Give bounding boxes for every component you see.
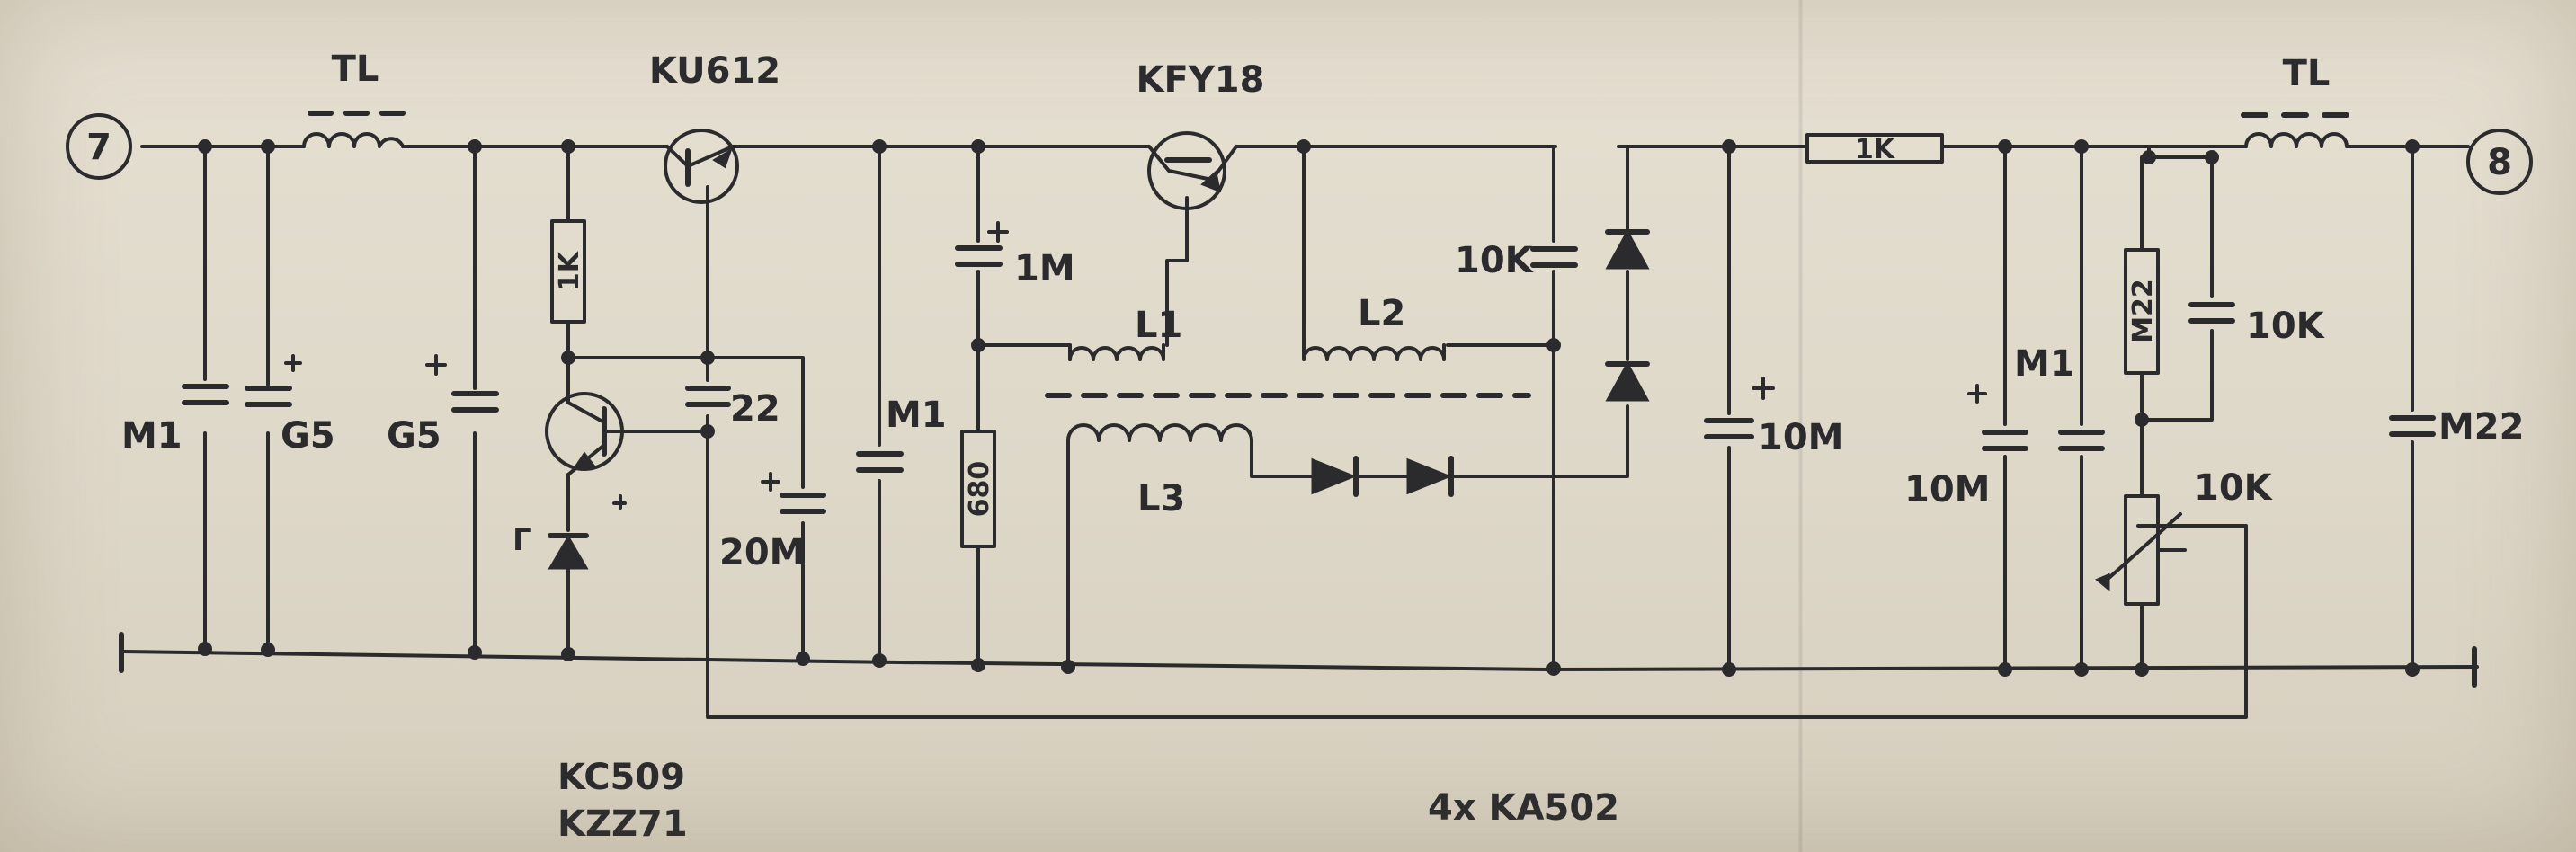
capacitor-m1-right: M1 (2014, 343, 2105, 451)
terminal-output: 8 (2466, 129, 2533, 195)
coil-l1: L1 (1068, 305, 1182, 361)
transistor-ku612: KU612 (649, 50, 780, 204)
capacitor-10m-right-label: 10M (1904, 469, 1990, 510)
transistor-kc509 (545, 392, 624, 476)
resistor-1k-horizontal-label: 1K (1855, 134, 1896, 165)
resistor-m22-label: M22 (2127, 279, 2159, 343)
ground-ends (119, 632, 2477, 688)
paper-fold (1798, 0, 1804, 852)
capacitor-m1-mid-label: M1 (886, 395, 947, 436)
resistor-680: 680 (960, 430, 996, 548)
wires (122, 145, 2479, 719)
capacitor-20m-label: 20M (719, 532, 805, 573)
capacitor-m22-right-label: M22 (2438, 406, 2524, 448)
capacitor-10k-right: 10K (2188, 302, 2326, 347)
diode-3 (1605, 228, 1650, 270)
capacitor-m1-right-label: M1 (2014, 343, 2075, 385)
terminal-input: 7 (66, 113, 132, 180)
capacitor-g5-left: G5 (245, 354, 335, 457)
resistor-680-label: 680 (964, 461, 995, 518)
capacitor-m1-mid: M1 (856, 395, 947, 473)
coil-l2-label: L2 (1358, 293, 1405, 334)
zener-marker: Γ (513, 522, 532, 558)
transistor-kfy18-label: KFY18 (1136, 59, 1265, 101)
resistor-1k-vertical: 1K (550, 219, 586, 324)
coil-l3: L3 (1066, 423, 1253, 519)
capacitor-m1-left-label: M1 (121, 415, 183, 457)
potentiometer-10k-label: 10K (2194, 467, 2274, 509)
capacitor-m22-right: M22 (2389, 406, 2524, 448)
parts-note: KC509 KZZ71 4x KA502 (557, 757, 1619, 845)
parts-note-diodes: 4x KA502 (1428, 787, 1619, 829)
choke-input: TL (302, 49, 406, 148)
capacitor-10m-right: 10M (1904, 384, 2028, 510)
resistor-1k-horizontal: 1K (1805, 133, 1944, 165)
potentiometer-10k: 10K (2095, 467, 2274, 606)
capacitor-g5-left-label: G5 (281, 415, 335, 457)
coil-l2: L2 (1302, 293, 1446, 361)
diode-1 (1311, 456, 1359, 497)
capacitor-10k-mid-label: 10K (1455, 240, 1535, 281)
capacitor-20m: 20M (719, 472, 826, 573)
choke-input-label: TL (332, 49, 379, 90)
junction-dots (198, 139, 2420, 677)
capacitor-10k-mid: 10K (1455, 240, 1578, 281)
resistor-1k-vertical-label: 1K (554, 250, 585, 291)
capacitor-10k-right-label: 10K (2246, 306, 2326, 347)
parts-note-line1: KC509 (557, 757, 685, 798)
zener-diode: Γ (513, 494, 627, 582)
choke-output: TL (2241, 53, 2349, 148)
parts-note-line2: KZZ71 (557, 803, 688, 845)
transistor-kfy18: KFY18 (1136, 59, 1265, 210)
transistor-ku612-label: KU612 (649, 50, 780, 92)
capacitor-g5-mid-label: G5 (387, 415, 441, 457)
terminal-input-label: 7 (86, 127, 111, 168)
capacitor-g5-mid: G5 (387, 354, 499, 457)
choke-output-label: TL (2283, 53, 2331, 94)
resistor-m22: M22 (2124, 248, 2160, 375)
diode-4 (1605, 360, 1650, 402)
capacitor-10m-big: 10M (1704, 377, 1843, 458)
coil-l3-label: L3 (1137, 478, 1185, 519)
capacitor-m1-left: M1 (121, 384, 229, 457)
capacitor-10m-big-label: 10M (1758, 417, 1843, 458)
capacitor-22: 22 (685, 386, 780, 430)
capacitor-22-label: 22 (730, 388, 780, 430)
coil-l1-label: L1 (1135, 305, 1182, 346)
capacitor-1m-label: 1M (1014, 248, 1075, 289)
terminal-output-label: 8 (2487, 142, 2512, 183)
diode-2 (1406, 456, 1454, 497)
capacitor-1m: 1M (955, 221, 1075, 289)
